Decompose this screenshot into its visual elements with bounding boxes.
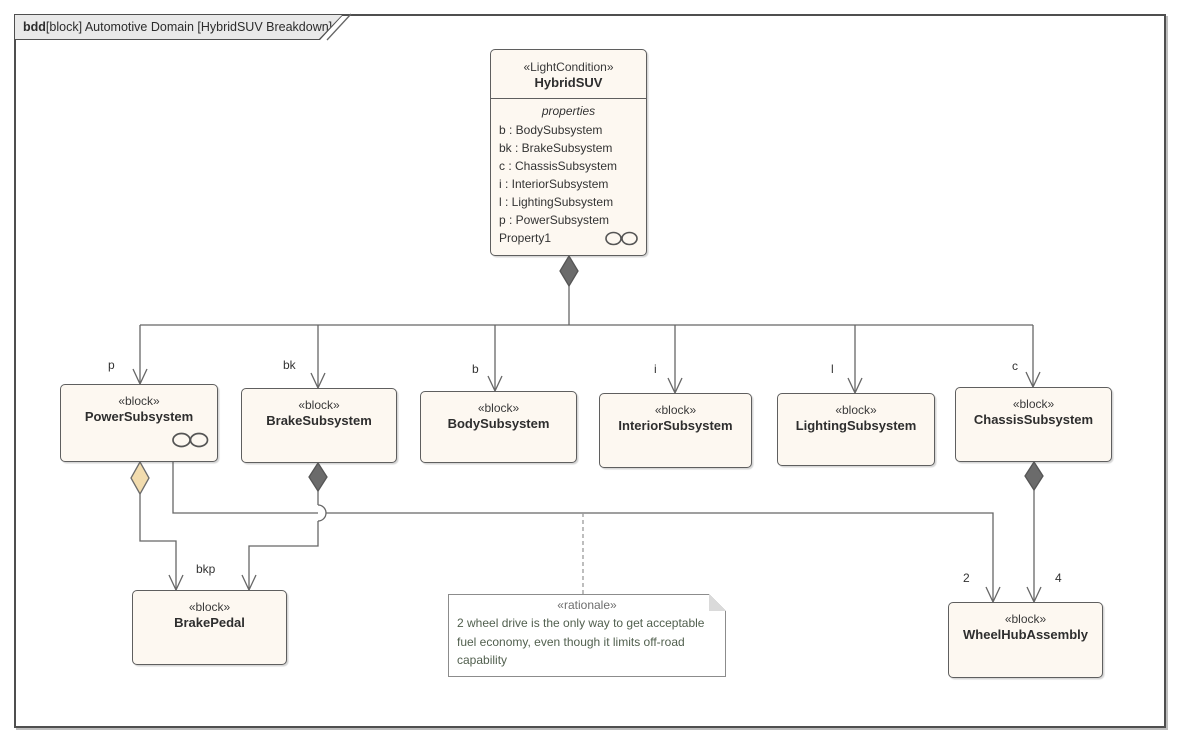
aggregation-power-brakepedal[interactable] (130, 460, 184, 592)
stereotype-label: «block» (835, 403, 877, 417)
properties-compartment: properties b : BodySubsystem bk : BrakeS… (491, 99, 646, 247)
diagram-type-keyword: bdd (23, 20, 46, 34)
composition-diamond-hybridsuv (559, 254, 579, 288)
line-hop (317, 504, 327, 522)
block-hybridsuv[interactable]: «LightCondition» HybridSUV properties b … (490, 49, 647, 256)
block-brakesubsystem[interactable]: «block» BrakeSubsystem (241, 388, 397, 463)
shared-diamond-power (130, 460, 150, 496)
role-label-l: l (831, 362, 834, 376)
stereotype-label: «block» (298, 398, 340, 412)
multiplicity-label-2: 2 (963, 571, 970, 585)
block-lightingsubsystem[interactable]: «block» LightingSubsystem (777, 393, 935, 466)
composition-hybridsuv-tree[interactable] (132, 254, 1041, 395)
block-name: PowerSubsystem (84, 409, 194, 424)
block-brakepedal[interactable]: «block» BrakePedal (132, 590, 287, 665)
stereotype-label: «LightCondition» (523, 60, 614, 74)
association-power-wheelhub[interactable] (172, 462, 1001, 604)
stereotype-label: «block» (1012, 397, 1055, 411)
property-row: c : ChassisSubsystem (499, 159, 618, 173)
property-row: p : PowerSubsystem (499, 213, 610, 227)
role-label-c: c (1012, 359, 1018, 373)
block-bodysubsystem[interactable]: «block» BodySubsystem (420, 391, 577, 463)
block-name: WheelHubAssembly (963, 627, 1088, 642)
block-name: InteriorSubsystem (618, 418, 733, 433)
diagram-title-text: [block] Automotive Domain [HybridSUV Bre… (45, 20, 333, 34)
rationale-note[interactable]: «rationale» 2 wheel drive is the only wa… (448, 594, 726, 677)
compartment-caption: properties (541, 104, 596, 118)
block-chassissubsystem[interactable]: «block» ChassisSubsystem (955, 387, 1112, 462)
block-name: LightingSubsystem (795, 418, 917, 433)
property-collection-icon (172, 432, 209, 448)
role-label-bkp: bkp (196, 562, 216, 576)
block-name: BodySubsystem (447, 416, 550, 431)
composition-diamond-chassis (1024, 460, 1044, 492)
block-interiorsubsystem[interactable]: «block» InteriorSubsystem (599, 393, 752, 468)
multiplicity-label-4: 4 (1055, 571, 1062, 585)
block-wheelhubassembly[interactable]: «block» WheelHubAssembly (948, 602, 1103, 678)
note-content: «rationale» 2 wheel drive is the only wa… (449, 595, 725, 676)
role-label-i: i (654, 362, 657, 376)
diagram-title-tab[interactable]: bdd[block] Automotive Domain [HybridSUV … (14, 14, 344, 40)
block-powersubsystem[interactable]: «block» PowerSubsystem (60, 384, 218, 462)
stereotype-label: «block» (477, 401, 520, 415)
block-name: BrakeSubsystem (266, 413, 372, 428)
block-header: «LightCondition» HybridSUV (491, 50, 646, 99)
role-label-b: b (472, 362, 479, 376)
role-label-p: p (108, 358, 115, 372)
note-stereotype: «rationale» (557, 598, 617, 612)
composition-brake-brakepedal[interactable] (241, 461, 328, 592)
block-name: ChassisSubsystem (973, 412, 1094, 427)
property-row: Property1 (499, 229, 638, 247)
property-row: l : LightingSubsystem (499, 195, 614, 209)
block-name: BrakePedal (174, 615, 245, 630)
stereotype-label: «block» (188, 600, 231, 614)
stereotype-label: «block» (1004, 612, 1047, 626)
composition-chassis-wheelhub[interactable] (1024, 460, 1044, 604)
property-row: bk : BrakeSubsystem (499, 141, 613, 155)
stereotype-label: «block» (654, 403, 697, 417)
property-row: b : BodySubsystem (499, 123, 603, 137)
property-label: Property1 (499, 231, 552, 245)
property-collection-icon (605, 231, 638, 245)
stereotype-label: «block» (118, 394, 160, 408)
composition-diamond-brake (308, 461, 328, 493)
tab-decoration-line (326, 13, 352, 41)
block-name: HybridSUV (534, 75, 603, 90)
diagram-title: bdd[block] Automotive Domain [HybridSUV … (15, 15, 343, 39)
role-label-bk: bk (283, 358, 296, 372)
property-row: i : InteriorSubsystem (499, 177, 609, 191)
note-text: 2 wheel drive is the only way to get acc… (457, 616, 705, 667)
